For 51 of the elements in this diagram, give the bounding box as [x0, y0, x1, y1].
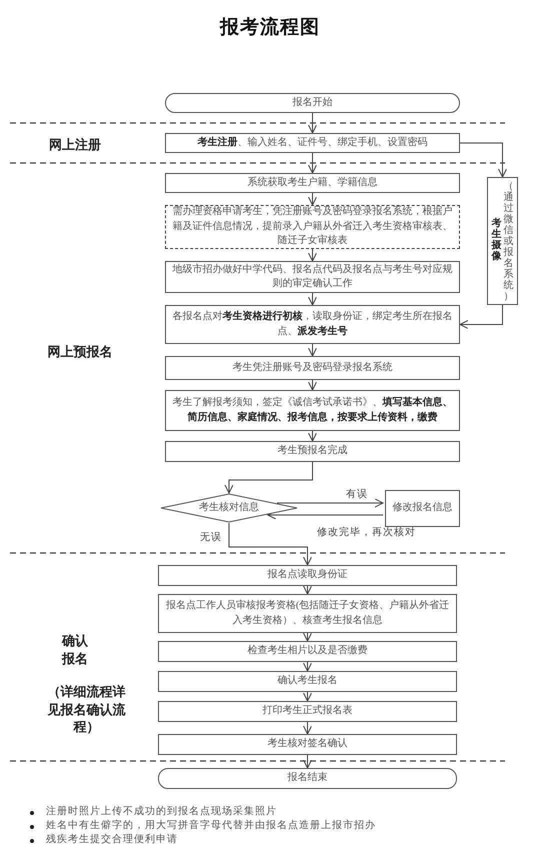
- process-box: 考生注册、输入姓名、证件号、绑定手机、设置密码: [165, 133, 460, 153]
- section-label: （详细流程详见报名确认流程）: [46, 683, 126, 736]
- arrow: [460, 142, 507, 178]
- arrow: [224, 462, 313, 494]
- arrow: [308, 380, 317, 390]
- section-label: 网上预报名: [46, 343, 114, 361]
- process-box: 修改报名信息: [385, 490, 460, 527]
- note-text: 姓名中有生僻字的，用大写拼音字母代替并由报名点造册上报市招办: [46, 820, 376, 832]
- process-box: 报名点读取身份证: [158, 565, 457, 586]
- edge-label: 有误: [346, 489, 368, 501]
- arrow: [308, 344, 317, 356]
- process-box: [487, 177, 518, 305]
- arrow: [308, 152, 317, 174]
- process-box: 检查考生相片以及是否缴费: [158, 641, 457, 662]
- process-box: 地级市招办做好中学代码、报名点代码及报名点与考生号对应规则的审定确认工作: [165, 261, 460, 293]
- arrow: [460, 304, 503, 329]
- process-box: 报名点工作人员审核报考资格(包括随迁子女资格、户籍从外省迁入考生资格）、核查考生报名信息: [158, 594, 457, 633]
- arrow: [303, 662, 312, 672]
- arrow: [303, 586, 312, 594]
- arrow: [276, 498, 384, 508]
- note-text: 残疾考生提交合理便利申请: [46, 834, 178, 846]
- title: 报考流程图: [218, 16, 321, 40]
- process-box: 系统获取考生户籍、学籍信息: [165, 173, 460, 193]
- arrow: [308, 192, 317, 206]
- arrow: [303, 754, 312, 768]
- edge-label: 修改完毕，再次核对: [317, 527, 416, 539]
- arrow: [308, 292, 317, 306]
- process-box: 需办理资格申请考生，凭注册账号及密码登录报名系统，根据户籍及证件信息情况，提前录入户籍从外省迁入考生资格审核表、随迁子女审核表: [165, 205, 460, 249]
- edge-label: 无误: [200, 532, 222, 544]
- process-box: 考生凭注册账号及密码登录报名系统: [165, 356, 460, 380]
- box-heading: 考生摄像: [491, 218, 502, 262]
- note-text: 注册时照片上传不成功的到报名点现场采集照片: [46, 806, 277, 818]
- process-box: 考生了解报考须知，签定《诚信考试承诺书》、填写基本信息、简历信息、家庭情况、报考信息，按要求上传资料，缴费: [165, 390, 460, 431]
- arrow: [303, 632, 312, 642]
- arrow: [308, 248, 317, 262]
- process-box: 考生核对签名确认: [158, 734, 457, 755]
- process-box: 打印考生正式报名表: [158, 701, 457, 722]
- process-box: 确认考生报名: [158, 671, 457, 692]
- arrow: [303, 692, 312, 702]
- box-note: （通过微信或报名系统）: [503, 181, 514, 302]
- process-box: 各报名点对考生资格进行初核，读取身份证，绑定考生所在报名点、派发考生号: [165, 305, 460, 344]
- section-label: 确认报名: [60, 632, 89, 668]
- arrow: [308, 112, 317, 134]
- terminal-box: 报名开始: [165, 93, 460, 113]
- decision-diamond: 考生核对信息: [160, 493, 298, 523]
- section-label: 网上注册: [48, 136, 102, 154]
- arrow: [228, 522, 312, 566]
- arrow: [303, 722, 312, 734]
- arrow: [308, 430, 317, 442]
- process-box: 考生预报名完成: [165, 441, 460, 462]
- terminal-box: 报名结束: [158, 768, 457, 789]
